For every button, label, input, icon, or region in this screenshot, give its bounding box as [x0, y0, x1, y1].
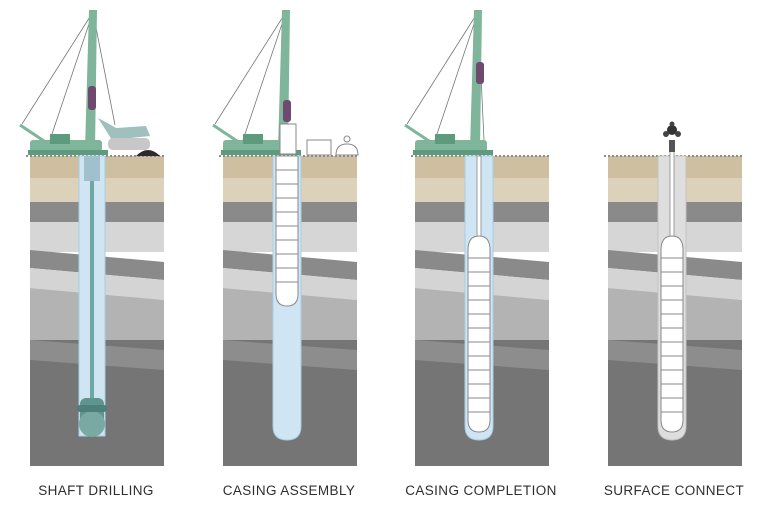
panel-surface-connect — [604, 121, 744, 466]
drilling-rig — [212, 10, 301, 155]
panel-shaft-drilling — [19, 10, 166, 466]
drilling-rig — [404, 10, 493, 155]
stage-label-casing-completion: CASING COMPLETION — [405, 483, 557, 498]
stage-label-casing-assembly: CASING ASSEMBLY — [222, 483, 356, 498]
drilling-rig — [19, 10, 160, 156]
wellhead-icon — [663, 121, 681, 152]
stage-label-surface-connect: SURFACE CONNECT — [603, 483, 745, 498]
casing-string — [275, 155, 299, 307]
casing-string — [660, 149, 684, 433]
casing-string — [467, 155, 491, 433]
shaft — [78, 155, 106, 437]
casing-handling-equipment — [306, 135, 359, 156]
drill-bit — [77, 398, 107, 437]
panel-casing-completion — [404, 10, 551, 466]
stage-label-shaft-drilling: SHAFT DRILLING — [38, 483, 154, 498]
panel-casing-assembly — [212, 10, 359, 466]
ground-strata — [30, 156, 164, 466]
